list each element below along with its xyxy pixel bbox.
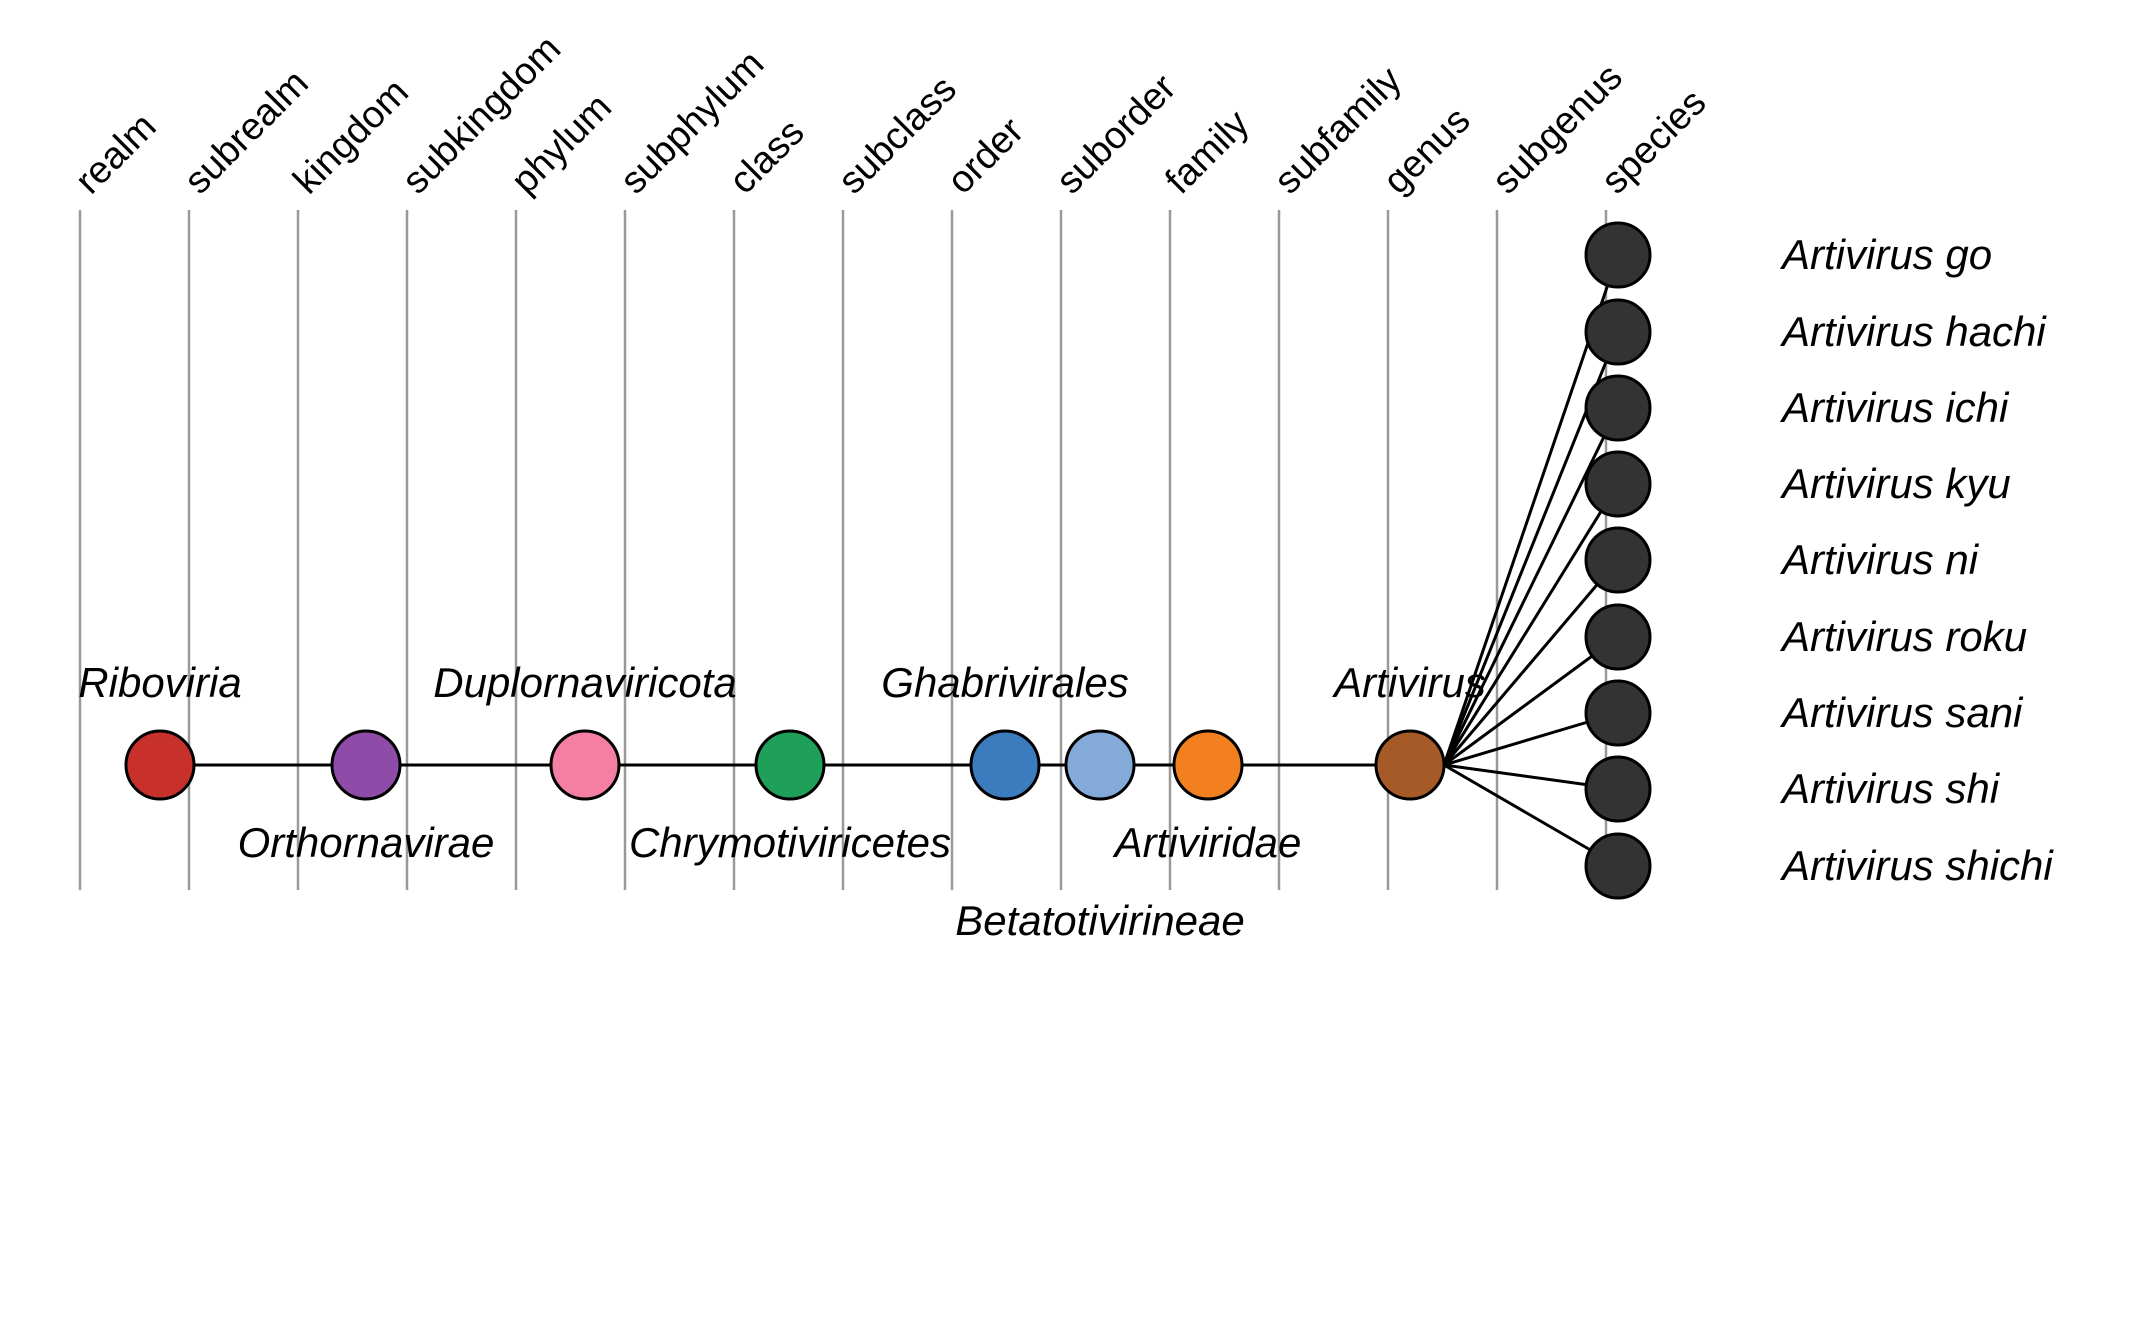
node-artivirus-ichi[interactable] (1584, 374, 1652, 442)
node-artivirus-shi[interactable] (1584, 755, 1652, 823)
species-label-artivirus-kyu: Artivirus kyu (1782, 460, 2011, 507)
node-artivirus-go[interactable] (1584, 221, 1652, 289)
species-label-artivirus-ichi: Artivirus ichi (1782, 384, 2009, 431)
taxon-label-riboviria: Riboviria (78, 659, 242, 706)
species-label-artivirus-roku: Artivirus roku (1782, 613, 2028, 660)
taxon-label-ghabrivirales: Ghabrivirales (881, 659, 1129, 706)
node-betatotivirineae[interactable] (1064, 729, 1136, 801)
taxon-label-betatotivirineae: Betatotivirineae (955, 897, 1245, 944)
node-ghabrivirales[interactable] (969, 729, 1041, 801)
taxon-label-artiviridae: Artiviridae (1114, 819, 1302, 866)
node-duplornaviricota[interactable] (549, 729, 621, 801)
taxon-label-duplornaviricota: Duplornaviricota (433, 659, 737, 706)
node-artivirus-shichi[interactable] (1584, 832, 1652, 900)
node-artivirus-sani[interactable] (1584, 679, 1652, 747)
node-riboviria[interactable] (124, 729, 196, 801)
node-artiviridae[interactable] (1172, 729, 1244, 801)
node-artivirus-kyu[interactable] (1584, 450, 1652, 518)
node-chrymotiviricetes[interactable] (754, 729, 826, 801)
species-label-artivirus-hachi: Artivirus hachi (1782, 308, 2046, 355)
edge-to-artivirus-shichi (1443, 763, 1619, 868)
edge-to-artivirus-roku (1443, 635, 1619, 767)
taxon-label-chrymotiviricetes: Chrymotiviricetes (628, 819, 952, 866)
species-label-artivirus-go: Artivirus go (1782, 231, 1993, 278)
node-orthornavirae[interactable] (330, 729, 402, 801)
rank-gridlines (78, 210, 1608, 890)
species-label-artivirus-shi: Artivirus shi (1782, 765, 2000, 812)
node-artivirus-roku[interactable] (1584, 603, 1652, 671)
taxon-label-orthornavirae: Orthornavirae (237, 819, 495, 866)
species-label-artivirus-sani: Artivirus sani (1782, 689, 2023, 736)
species-label-artivirus-shichi: Artivirus shichi (1782, 842, 2053, 889)
taxon-nodes (124, 729, 1446, 801)
taxon-label-artivirus: Artivirus (1334, 659, 1486, 706)
node-artivirus-ni[interactable] (1584, 526, 1652, 594)
node-artivirus[interactable] (1374, 729, 1446, 801)
edge-to-artivirus-ni (1442, 559, 1620, 766)
node-artivirus-hachi[interactable] (1584, 298, 1652, 366)
edge-to-artivirus-kyu (1442, 483, 1620, 766)
species-nodes (1584, 221, 1652, 900)
species-label-artivirus-ni: Artivirus ni (1782, 536, 1979, 583)
